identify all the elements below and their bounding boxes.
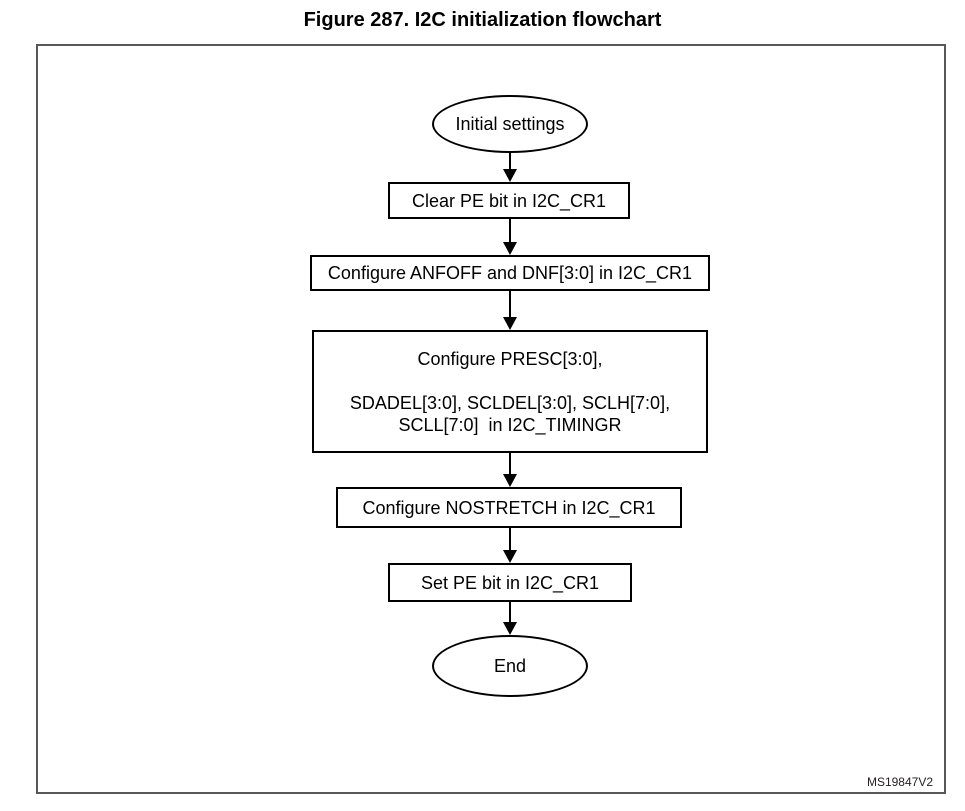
- figure-frame: Initial settings Clear PE bit in I2C_CR1…: [36, 44, 946, 794]
- flow-node-label: Initial settings: [455, 114, 565, 134]
- arrow-line: [509, 291, 511, 317]
- flow-node-label: Configure ANFOFF and DNF[3:0] in I2C_CR1: [327, 263, 693, 283]
- flow-arrow-clear-pe-to-filters: [503, 219, 517, 255]
- flow-node-end: End: [432, 635, 588, 697]
- flow-node-label: Set PE bit in I2C_CR1: [420, 572, 600, 593]
- flow-arrow-start-to-clear-pe: [503, 153, 517, 182]
- arrow-head-icon: [503, 242, 517, 255]
- arrow-head-icon: [503, 169, 517, 182]
- arrow-line: [509, 153, 511, 169]
- arrow-head-icon: [503, 550, 517, 563]
- arrow-head-icon: [503, 474, 517, 487]
- arrow-line: [509, 219, 511, 242]
- flow-node-clear-pe: Clear PE bit in I2C_CR1: [388, 182, 630, 219]
- arrow-line: [509, 453, 511, 474]
- flow-node-label: Configure NOSTRETCH in I2C_CR1: [362, 497, 656, 518]
- flow-arrow-filters-to-timing: [503, 291, 517, 330]
- flow-arrow-nostretch-to-set-pe: [503, 528, 517, 563]
- flow-arrow-set-pe-to-end: [503, 602, 517, 635]
- flow-node-initial-settings: Initial settings: [432, 95, 588, 153]
- flow-node-set-pe: Set PE bit in I2C_CR1: [388, 563, 632, 602]
- arrow-line: [509, 528, 511, 550]
- flow-arrow-timing-to-nostretch: [503, 453, 517, 487]
- flow-node-configure-filters: Configure ANFOFF and DNF[3:0] in I2C_CR1: [310, 255, 710, 291]
- flow-node-label-line: SCLL[7:0] in I2C_TIMINGR: [398, 414, 622, 435]
- flow-node-label: End: [493, 656, 527, 676]
- flow-node-label: Clear PE bit in I2C_CR1: [411, 190, 607, 211]
- arrow-head-icon: [503, 622, 517, 635]
- flow-node-label-line: Configure PRESC[3:0],: [417, 348, 603, 369]
- flow-node-label-line: SDADEL[3:0], SCLDEL[3:0], SCLH[7:0],: [349, 392, 671, 413]
- arrow-line: [509, 602, 511, 622]
- figure-watermark: MS19847V2: [866, 775, 933, 789]
- flow-node-configure-timing: Configure PRESC[3:0], SDADEL[3:0], SCLDE…: [312, 330, 708, 453]
- figure-title: Figure 287. I2C initialization flowchart: [303, 9, 662, 31]
- arrow-head-icon: [503, 317, 517, 330]
- flow-node-configure-nostretch: Configure NOSTRETCH in I2C_CR1: [336, 487, 682, 528]
